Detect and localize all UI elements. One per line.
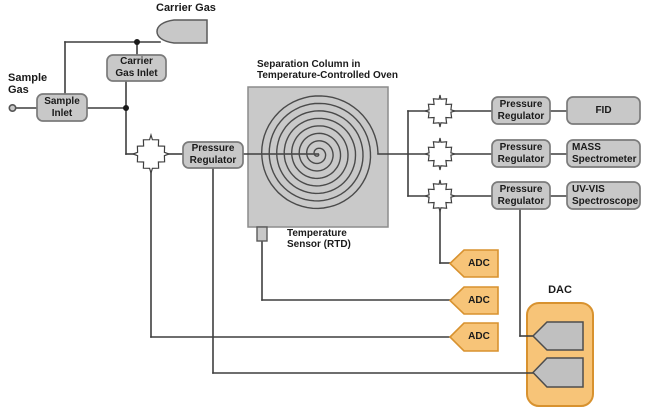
mass-spectrometer-label: MASS Spectrometer [572, 141, 637, 165]
rtd-label: Temperature Sensor (RTD) [287, 228, 351, 250]
adc-1-shape [448, 249, 499, 278]
pressure-regulator-fid-box [491, 96, 551, 125]
valve-diamond-icon [422, 179, 458, 213]
column-spiral [260, 95, 379, 210]
adc-3-label: ADC [468, 331, 490, 342]
sample-inlet-label: Sample Inlet [44, 95, 80, 119]
valve-diamond-icon [422, 137, 458, 171]
junction-dot [123, 105, 129, 111]
uvvis-spectroscope-box [566, 181, 641, 210]
junction-dot [134, 39, 140, 45]
pressure-regulator-mass-label: Pressure Regulator [497, 141, 545, 165]
rtd-sensor-icon [256, 226, 268, 242]
adc-3-shape [448, 322, 499, 352]
dac-label: DAC [548, 284, 572, 296]
valve-diamond-icon [422, 94, 458, 128]
gas-cylinder-icon [156, 19, 208, 44]
dac-box [526, 302, 594, 407]
valve-icons [131, 94, 458, 213]
fid-box [566, 96, 641, 125]
mass-spectrometer-box [566, 139, 641, 168]
pressure-regulator-mass-box [491, 139, 551, 168]
pressure-regulator-uvvis-box [491, 181, 551, 210]
oven-title: Separation Column in Temperature-Control… [257, 59, 398, 81]
wires [15, 41, 568, 374]
node-shapes [8, 19, 641, 388]
uvvis-spectroscope-label: UV-VIS Spectroscope [572, 183, 639, 207]
adc-2-label: ADC [468, 294, 490, 306]
dac-channel-1-shape [531, 321, 584, 351]
carrier-gas-inlet-box [106, 54, 167, 82]
column-spiral-icon [260, 95, 379, 210]
dac-channel-2-shape [531, 357, 584, 388]
fid-label: FID [595, 104, 612, 116]
pressure-regulator-main-label: Pressure Regulator [189, 143, 237, 166]
adc-2-shape [448, 286, 499, 315]
sample-gas-label: Sample Gas [8, 72, 48, 96]
carrier-gas-inlet-label: Carrier Gas Inlet [115, 56, 158, 79]
pressure-regulator-uvvis-label: Pressure Regulator [497, 183, 545, 207]
pressure-regulator-main-box [182, 141, 244, 169]
adc-1-label: ADC [468, 257, 490, 269]
carrier-gas-label: Carrier Gas [156, 2, 216, 14]
valve-diamond-icon [131, 132, 171, 176]
sample-inlet-box [36, 93, 88, 122]
pressure-regulator-fid-label: Pressure Regulator [497, 98, 545, 122]
sample-gas-port-icon [8, 104, 17, 113]
